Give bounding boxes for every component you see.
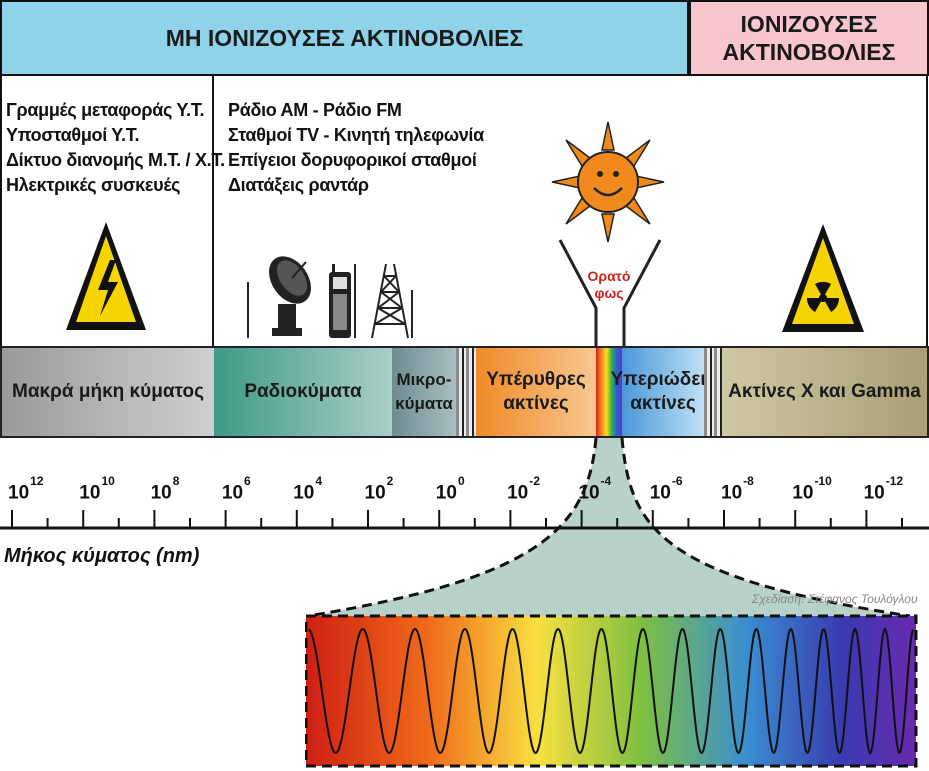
satellite-dish-icon <box>269 256 311 336</box>
band-radio-waves: Ραδιοκύματα <box>214 346 392 438</box>
ionizing-title-line2: ΑΚΤΙΝΟΒΟΛΙΕΣ <box>722 39 896 65</box>
visible-spectrum-wave <box>305 614 918 768</box>
axis-label: Μήκος κύματος (nm) <box>4 545 200 567</box>
mobile-phone-icon <box>329 264 351 338</box>
source-item: Διατάξεις ραντάρ <box>228 175 369 195</box>
radiation-warning-icon <box>782 224 864 332</box>
tick-label: 10-2 <box>507 474 540 504</box>
source-item: Σταθμοί TV - Κινητή τηλεφωνία <box>228 125 484 145</box>
tick-label: 100 <box>435 474 465 504</box>
tick-label: 10-12 <box>863 474 904 504</box>
design-credit: Σχεδίαση: Στέφανος Τουλόγλου <box>752 592 918 606</box>
tick-label: 10-8 <box>721 474 754 504</box>
tick-label: 104 <box>293 474 323 504</box>
wavelength-axis <box>0 510 929 530</box>
band-visible-light <box>596 346 622 438</box>
ionizing-title-line1: ΙΟΝΙΖΟΥΣΕΣ <box>740 11 878 37</box>
ionizing-header: ΙΟΝΙΖΟΥΣΕΣ ΑΚΤΙΝΟΒΟΛΙΕΣ <box>689 0 929 76</box>
band-long-wavelength: Μακρά μήκη κύματος <box>0 346 214 438</box>
non-ionizing-header: ΜΗ ΙΟΝΙΖΟΥΣΕΣ ΑΚΤΙΝΟΒΟΛΙΕΣ <box>0 0 689 76</box>
wave-line <box>308 627 914 755</box>
visible-light-funnel <box>558 239 662 346</box>
tick-marks <box>11 510 903 528</box>
band-infrared: Υπέρυθρες ακτίνες <box>476 346 596 438</box>
band-xray-gamma: Ακτίνες Χ και Gamma <box>722 346 929 438</box>
tick-label: 1012 <box>8 474 44 504</box>
tick-label: 108 <box>150 474 180 504</box>
sources-left-list: Γραμμές μεταφοράς Υ.Τ. Υποσταθμοί Υ.Τ. Δ… <box>6 98 225 198</box>
source-item: Υποσταθμοί Υ.Τ. <box>6 125 140 145</box>
tick-label: 1010 <box>79 474 115 504</box>
source-item: Γραμμές μεταφοράς Υ.Τ. <box>6 100 205 120</box>
source-item: Ράδιο ΑΜ - Ράδιο FM <box>228 100 402 120</box>
sources-mid-list: Ράδιο ΑΜ - Ράδιο FM Σταθμοί TV - Κινητή … <box>228 98 484 198</box>
antenna-poles <box>247 264 413 338</box>
high-voltage-warning-icon <box>66 222 146 330</box>
transmission-tower-icon <box>371 263 409 339</box>
non-ionizing-title: ΜΗ ΙΟΝΙΖΟΥΣΕΣ ΑΚΤΙΝΟΒΟΛΙΕΣ <box>165 24 524 51</box>
source-item: Ηλεκτρικές συσκευές <box>6 175 181 195</box>
tick-label: 10-10 <box>792 474 832 504</box>
source-item: Επίγειοι δορυφορικοί σταθμοί <box>228 150 477 170</box>
tick-label: 102 <box>364 474 394 504</box>
band-microwave-ir-transition <box>456 346 476 438</box>
band-microwaves: Μικρο- κύματα <box>392 346 456 438</box>
tick-label: 106 <box>221 474 251 504</box>
sun-icon <box>551 121 665 243</box>
band-uv-xray-transition <box>704 346 722 438</box>
tick-label: 10-6 <box>649 474 683 504</box>
tick-label: 10-4 <box>578 474 612 504</box>
visible-light-label: Ορατό φως <box>587 268 631 301</box>
source-item: Δίκτυο διανομής Μ.Τ. / Χ.Τ. <box>6 150 225 170</box>
band-ultraviolet: Υπεριώδεις ακτίνες <box>610 346 716 438</box>
